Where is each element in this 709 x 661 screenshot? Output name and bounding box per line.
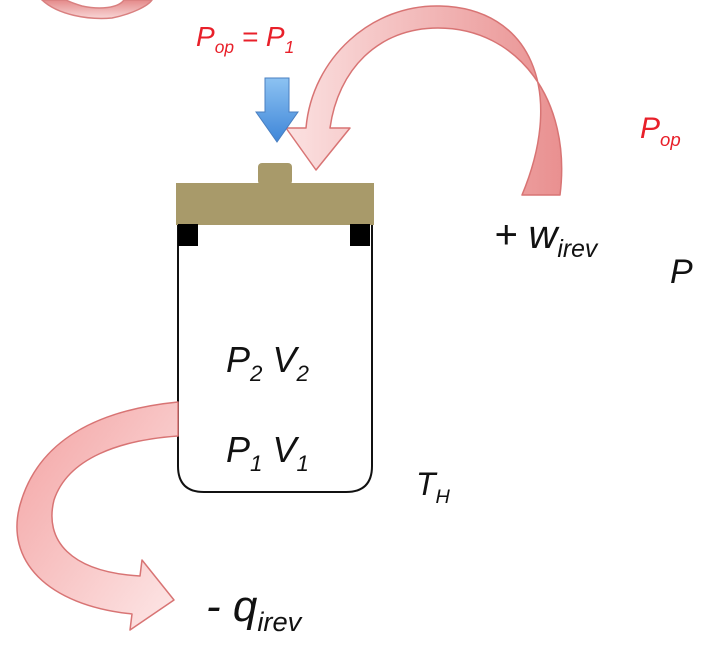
piston [176, 163, 374, 225]
cylinder [177, 222, 373, 493]
top-left-arrow-fragment [40, 0, 153, 20]
heat-label: - qirev [206, 582, 303, 637]
work-label: + wirev [494, 213, 599, 263]
blue-down-arrow-icon [255, 77, 299, 143]
work-arrow-icon [285, 5, 563, 196]
heat-arrow-icon [16, 401, 179, 631]
right-stop [350, 224, 370, 246]
opposing-pressure-equals-p1-label: Pop = P1 [196, 21, 294, 57]
pressure-label: P [670, 253, 693, 291]
left-stop [178, 224, 198, 246]
opposing-pressure-label: Pop [640, 112, 681, 150]
temperature-label: TH [416, 466, 451, 508]
